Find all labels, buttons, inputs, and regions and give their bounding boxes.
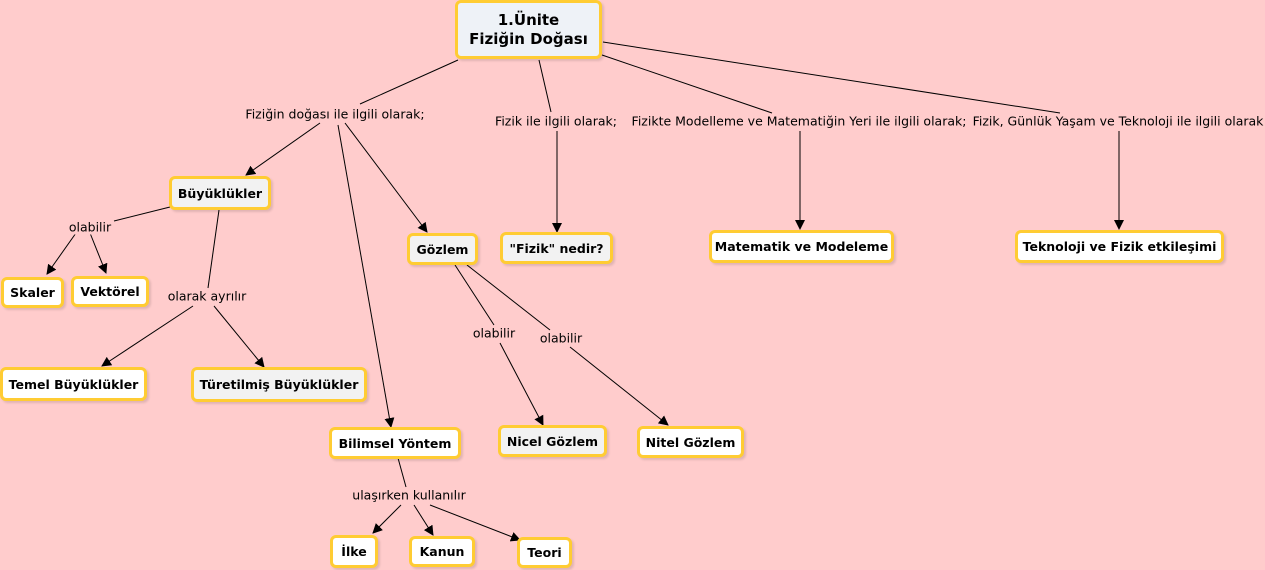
link-label-olabilir-buyukluk: olabilir — [67, 219, 113, 235]
link-label-doga: Fiziğin doğası ile ilgili olarak; — [244, 106, 426, 122]
link-label-ayrilir: olarak ayrılır — [166, 288, 248, 304]
connector-ayrilir-temel — [101, 305, 194, 367]
connector-ulasirken-kanun — [413, 504, 434, 536]
link-label-olabilir-gozlem2: olabilir — [538, 330, 584, 346]
node-skaler[interactable]: Skaler — [1, 277, 64, 308]
link-label-gunluk: Fizik, Günlük Yaşam ve Teknoloji ile ilg… — [971, 113, 1265, 129]
root-node[interactable]: 1.Ünite Fiziğin Doğası — [455, 0, 602, 59]
connector-olabilir1-nicel — [499, 342, 544, 426]
connector-root-doga — [359, 59, 459, 105]
node-temel-buyuklukler[interactable]: Temel Büyüklükler — [0, 367, 147, 401]
link-label-model: Fizikte Modelleme ve Matematiğin Yeri il… — [630, 113, 968, 129]
node-teori[interactable]: Teori — [517, 537, 572, 568]
connector-ayrilir-turetilmis — [213, 305, 265, 368]
node-matematik-modeleme[interactable]: Matematik ve Modeleme — [709, 230, 894, 263]
root-line-1: 1.Ünite — [497, 10, 560, 29]
connector-olabilir-skaler — [46, 232, 77, 275]
connector-olabilir-vektorel — [89, 232, 108, 274]
node-buyuklukler[interactable]: Büyüklükler — [169, 176, 271, 210]
link-label-ulasirken: ulaşırken kullanılır — [351, 487, 467, 503]
connector-buyuklukler-olabilir — [113, 206, 171, 222]
node-turetilmis-buyuklukler[interactable]: Türetilmiş Büyüklükler — [191, 367, 367, 402]
connector-gozlem-olabilir1 — [454, 264, 495, 326]
connector-buyuklukler-ayrilir — [207, 209, 220, 289]
connector-doga-buyuklukler — [245, 122, 321, 176]
connector-ulasirken-teori — [429, 504, 521, 542]
node-nitel-gozlem[interactable]: Nitel Gözlem — [637, 426, 744, 458]
node-gozlem[interactable]: Gözlem — [407, 233, 478, 265]
connector-doga-bilimsel — [337, 124, 395, 428]
node-ilke[interactable]: İlke — [330, 535, 378, 568]
node-vektorel[interactable]: Vektörel — [71, 276, 149, 307]
node-nicel-gozlem[interactable]: Nicel Gözlem — [498, 425, 607, 457]
connector-gozlem-olabilir2 — [466, 264, 551, 331]
node-teknoloji-fizik[interactable]: Teknoloji ve Fizik etkileşimi — [1015, 230, 1224, 263]
node-fizik-nedir[interactable]: "Fizik" nedir? — [500, 232, 613, 264]
connector-root-gunluk — [602, 41, 1061, 114]
connector-doga-gozlem — [344, 122, 428, 233]
link-label-fizik: Fizik ile ilgili olarak; — [494, 113, 618, 129]
link-label-olabilir-gozlem1: olabilir — [471, 325, 517, 341]
connector-root-fizik — [538, 59, 552, 113]
node-kanun[interactable]: Kanun — [409, 536, 475, 567]
connector-olabilir2-nitel — [569, 346, 669, 426]
root-line-2: Fiziğin Doğası — [469, 29, 588, 48]
connector-ulasirken-ilke — [372, 504, 402, 534]
connector-bilimsel-ulasirken — [397, 457, 407, 488]
node-bilimsel-yontem[interactable]: Bilimsel Yöntem — [329, 427, 461, 459]
connector-root-model — [601, 54, 773, 114]
